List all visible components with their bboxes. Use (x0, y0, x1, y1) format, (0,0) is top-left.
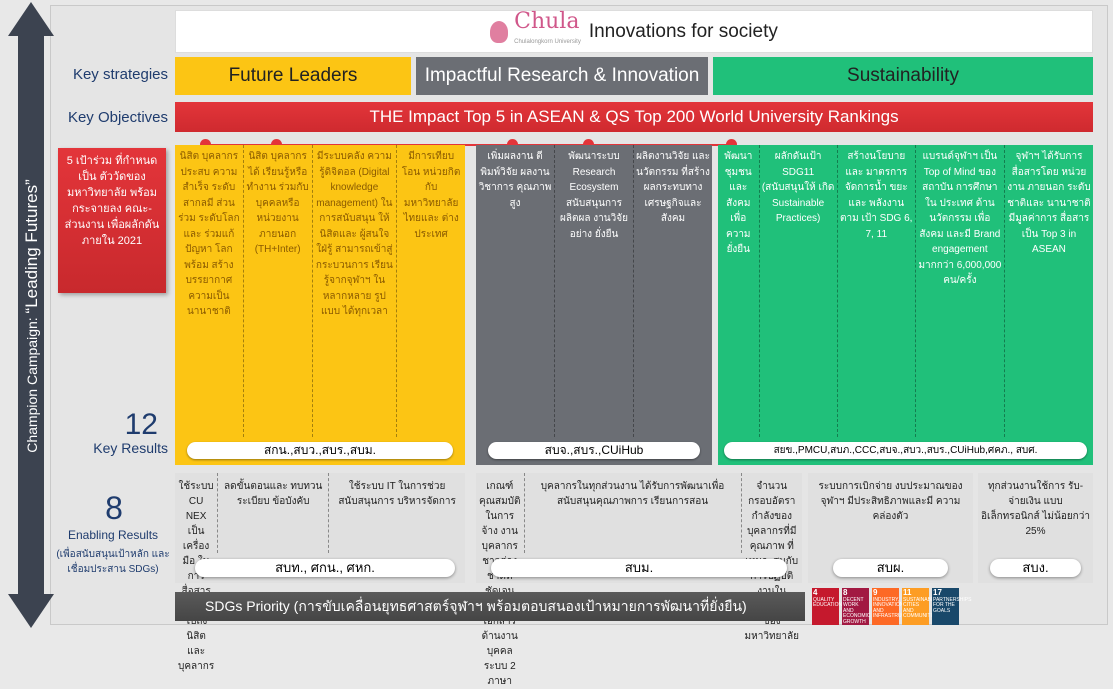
sdg-9-icon: 9 INDUSTRY, INNOVATION AND INFRASTRUCTUR… (872, 588, 919, 625)
owner-pill: สบจ.,สบร.,CUiHub (488, 442, 700, 459)
chula-seal-icon (490, 20, 509, 43)
sustainability-results: พัฒนา ชุมชน และ สังคม เพื่อ ความ ยั่งยืน… (718, 145, 1093, 465)
goal-dot (583, 139, 594, 150)
key-result-cell: นิสิต บุคลากร ประสบ ความสำเร็จ ระดับสากล… (175, 145, 244, 437)
goal-dot (726, 139, 737, 150)
key-results-count: 12 (124, 408, 158, 441)
enabling-results-note: (เพื่อสนับสนุนเป้าหลัก และเชื่อมประสาน S… (56, 549, 170, 575)
key-result-cell: สร้างนโยบาย และ มาตรการ จัดการน้ำ ขยะ แล… (838, 145, 916, 437)
enabling-cell: ทุกส่วนงานใช้การ รับ-จ่ายเงิน แบบอิเล็กท… (981, 481, 1090, 537)
enabling-cell: ใช้ระบบ IT ในการช่วย สนับสนุนการ บริหารจ… (338, 481, 456, 507)
owner-pill: สบผ. (833, 559, 948, 577)
enabling-results-label: Enabling Results (67, 528, 159, 542)
goal-dot (200, 139, 211, 150)
sdg-4-icon: 4 QUALITY EDUCATION (812, 588, 842, 625)
sdg-priority-bar: SDGs Priority (การขับเคลื่อนยุทธศาสตร์จุ… (175, 592, 805, 621)
sdg-11-icon: 11 SUSTAINABLE CITIES AND COMMUNITIES (902, 588, 939, 625)
key-strategies-label: Key strategies (72, 66, 168, 83)
header-tagline: Innovations for society (588, 20, 778, 42)
enabling-cell: ใช้ระบบ CU NEX เป็นเครื่องมือ ในการสื่อส… (175, 473, 219, 672)
enabling-cell: ลดขั้นตอนและ ทบทวน ระเบียบ ข้อบังคับ (218, 473, 330, 553)
key-objective-bar: THE Impact Top 5 in ASEAN & QS Top 200 W… (175, 102, 1093, 132)
campaign-label: Champion Campaign: “Leading Futures” (22, 179, 41, 453)
owner-pill: สบง. (990, 559, 1081, 577)
future-leaders-results: นิสิต บุคลากร ประสบ ความสำเร็จ ระดับสากล… (175, 145, 465, 465)
enabling-group-payment: ทุกส่วนงานใช้การ รับ-จ่ายเงิน แบบอิเล็กท… (978, 473, 1093, 583)
key-result-cell: มีระบบคลัง ความรู้ดิจิตอล (Digital knowl… (313, 145, 398, 437)
key-result-cell: มีการเทียบ โอน หน่วยกิต กับ มหาวิทยาลัย … (401, 151, 461, 240)
campaign-arrow-shaft (18, 30, 44, 602)
key-results-label: Key Results (93, 440, 168, 456)
key-objectives-label: Key Objectives (67, 109, 168, 126)
owner-pill: สบม. (491, 559, 787, 577)
arrow-down-icon (8, 594, 54, 628)
owner-pill: สกน.,สบว.,สบร.,สบม. (187, 442, 453, 459)
key-result-cell: แบรนด์จุฬาฯ เป็น Top of Mind ของ สถาบัน … (916, 145, 1005, 437)
goal-dot (507, 139, 518, 150)
sdg-17-icon: 17 PARTNERSHIPS FOR THE GOALS (932, 588, 971, 625)
goal-dot (271, 139, 282, 150)
key-result-cell: นิสิต บุคลากรได้ เรียนรู้หรือ ทำงาน ร่วม… (244, 145, 313, 437)
enabling-group-budget: ระบบการเบิกจ่าย งบประมาณของจุฬาฯ มีประสิ… (808, 473, 973, 583)
goal-connector-line (205, 144, 735, 146)
strategy-impactful-research: Impactful Research & Innovation (416, 57, 708, 95)
key-result-cell: ผลักดันเป้า SDG11 (สนับสนุนให้ เกิด Sust… (760, 145, 838, 437)
enabling-cell: จำนวนกรอบอัตรากำลังของ บุคลากรที่มีคุณภา… (744, 481, 799, 642)
key-result-cell: ผลิตงานวิจัย และนวัตกรรม ที่สร้าง ผลกระท… (636, 151, 710, 224)
shared-goals-box: 5 เป้าร่วม ที่กำหนดเป็น ตัววัดของ มหาวิท… (58, 148, 166, 293)
enabling-cell: ระบบการเบิกจ่าย งบประมาณของจุฬาฯ มีประสิ… (818, 481, 963, 522)
research-results: เพิ่มผลงาน ตีพิมพ์วิจัย ผลงาน วิชาการ คุ… (476, 145, 712, 465)
enabling-cell: บุคลากรในทุกส่วนงาน ได้รับการพัฒนาเพื่อ … (525, 473, 742, 553)
strategy-sustainability: Sustainability (713, 57, 1093, 95)
enabling-cell: เกณฑ์คุณสมบัติในการจ้าง งานบุคลากรชาวต่า… (476, 473, 525, 687)
key-result-cell: พัฒนาระบบ Research Ecosystem สนับสนุนการ… (555, 145, 634, 437)
key-result-cell: พัฒนา ชุมชน และ สังคม เพื่อ ความ ยั่งยืน (718, 145, 760, 437)
owner-pill: สบท., ศกน., ศหก. (195, 559, 455, 577)
owner-pill: สยข.,PMCU,สบภ.,CCC,สบจ.,สบว.,สบร.,CUiHub… (724, 442, 1087, 459)
enabling-group-hr: เกณฑ์คุณสมบัติในการจ้าง งานบุคลากรชาวต่า… (476, 473, 802, 687)
key-result-cell: จุฬาฯ ได้รับการ สื่อสารโดย หน่วยงาน ภายน… (1007, 151, 1091, 255)
enabling-group-it: ใช้ระบบ CU NEX เป็นเครื่องมือ ในการสื่อส… (175, 473, 465, 672)
arrow-up-icon (8, 2, 54, 36)
enabling-results-count: 8 (105, 490, 123, 526)
strategy-future-leaders: Future Leaders (175, 57, 411, 95)
key-result-cell: เพิ่มผลงาน ตีพิมพ์วิจัย ผลงาน วิชาการ คุ… (476, 145, 555, 437)
sdg-8-icon: 8 DECENT WORK AND ECONOMIC GROWTH (842, 588, 871, 625)
